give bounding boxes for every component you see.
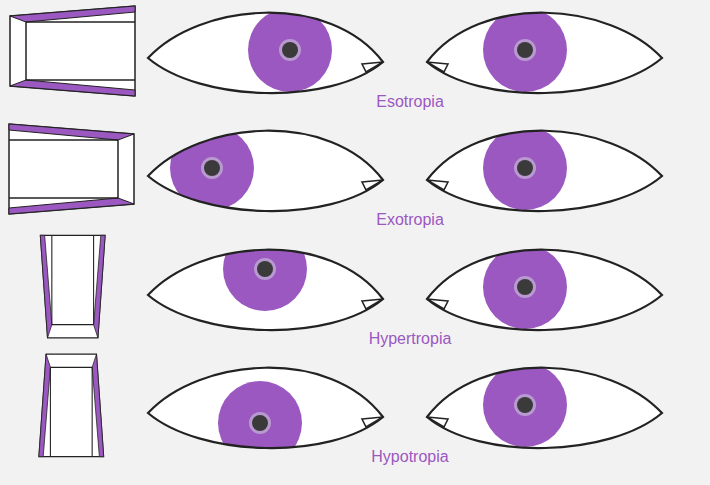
pupil <box>257 261 273 277</box>
pupil-ring <box>514 39 536 61</box>
pupil <box>517 397 533 413</box>
prism-icon <box>39 354 104 457</box>
eyelid <box>427 131 662 211</box>
left-eye <box>148 368 383 465</box>
eyelid <box>148 368 383 448</box>
pupil <box>204 160 220 176</box>
iris <box>483 8 567 92</box>
iris <box>483 126 567 210</box>
iris <box>218 381 302 465</box>
pupil-ring <box>249 412 271 434</box>
prism-icon <box>9 124 134 214</box>
left-eye <box>148 227 383 330</box>
left-eye <box>148 126 383 211</box>
iris <box>483 245 567 329</box>
pupil-ring <box>279 39 301 61</box>
eyelid <box>148 131 383 211</box>
pupil <box>517 160 533 176</box>
caruncle <box>362 299 383 309</box>
caruncle <box>427 299 448 309</box>
eyelid <box>427 13 662 93</box>
pupil <box>282 42 298 58</box>
eyelid <box>148 250 383 330</box>
eyelid <box>148 13 383 93</box>
pupil-ring <box>514 394 536 416</box>
condition-label: Hypertropia <box>367 331 454 347</box>
prism-icon <box>40 235 105 338</box>
caruncle <box>362 417 383 427</box>
left-eye <box>148 8 383 93</box>
condition-label: Exotropia <box>374 212 446 228</box>
pupil-ring <box>254 258 276 280</box>
condition-label: Hypotropia <box>369 449 450 465</box>
caruncle <box>362 180 383 190</box>
eyelid <box>427 250 662 330</box>
caruncle <box>427 180 448 190</box>
caruncle <box>427 62 448 72</box>
right-eye <box>427 126 662 211</box>
prism-icon <box>10 6 135 96</box>
pupil-ring <box>514 157 536 179</box>
pupil <box>517 42 533 58</box>
iris <box>483 363 567 447</box>
pupil <box>252 415 268 431</box>
right-eye <box>427 363 662 448</box>
caruncle <box>427 417 448 427</box>
pupil <box>517 279 533 295</box>
right-eye <box>427 8 662 93</box>
condition-label: Esotropia <box>374 94 446 110</box>
right-eye <box>427 245 662 330</box>
iris <box>223 227 307 311</box>
pupil-ring <box>514 276 536 298</box>
caruncle <box>362 62 383 72</box>
eyelid <box>427 368 662 448</box>
pupil-ring <box>201 157 223 179</box>
